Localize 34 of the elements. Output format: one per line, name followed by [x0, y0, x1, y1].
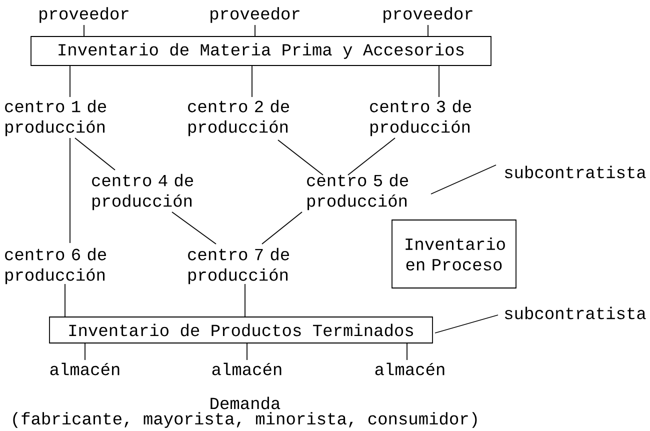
- centre-label: centro 5 de producción: [307, 174, 408, 210]
- inventory-box: Inventario de Materia Prima y Accesorios: [30, 36, 492, 66]
- node-label: proveedor: [384, 7, 472, 23]
- connector-line: [434, 314, 498, 334]
- inventory-box: Inventario de Productos Terminados: [49, 316, 433, 344]
- centre-label: centro 1 de producción: [5, 100, 106, 136]
- connector-line: [278, 140, 324, 176]
- centre-label: centro 2 de producción: [188, 100, 289, 136]
- node-label: proveedor: [40, 7, 128, 23]
- connector-line: [246, 342, 248, 360]
- inventory-box: Inventario en Proceso: [392, 220, 516, 288]
- connector-line: [438, 66, 440, 98]
- connector-line: [172, 212, 216, 244]
- connector-line: [254, 24, 256, 38]
- centre-label: centro 7 de producción: [188, 248, 289, 284]
- node-label: almacén: [212, 362, 282, 376]
- demand-text: Demanda: [210, 396, 280, 410]
- centre-label: centro 4 de producción: [92, 174, 193, 210]
- centre-label: centro 3 de producción: [370, 100, 471, 136]
- demand-text: (fabricante, mayorista, minorista, consumidor): [13, 412, 477, 428]
- connector-line: [244, 284, 246, 318]
- connector-line: [84, 342, 86, 360]
- connector-line: [406, 342, 408, 360]
- connector-line: [262, 212, 302, 244]
- connector-line: [430, 164, 496, 194]
- node-label: subcontratista: [504, 166, 646, 178]
- connector-line: [64, 284, 66, 318]
- connector-line: [74, 138, 116, 170]
- node-label: proveedor: [210, 7, 300, 23]
- node-label: almacén: [375, 362, 444, 376]
- node-label: almacén: [50, 362, 120, 376]
- centre-label: centro 6 de producción: [5, 248, 106, 284]
- node-label: subcontratista: [504, 306, 646, 320]
- connector-line: [348, 138, 396, 176]
